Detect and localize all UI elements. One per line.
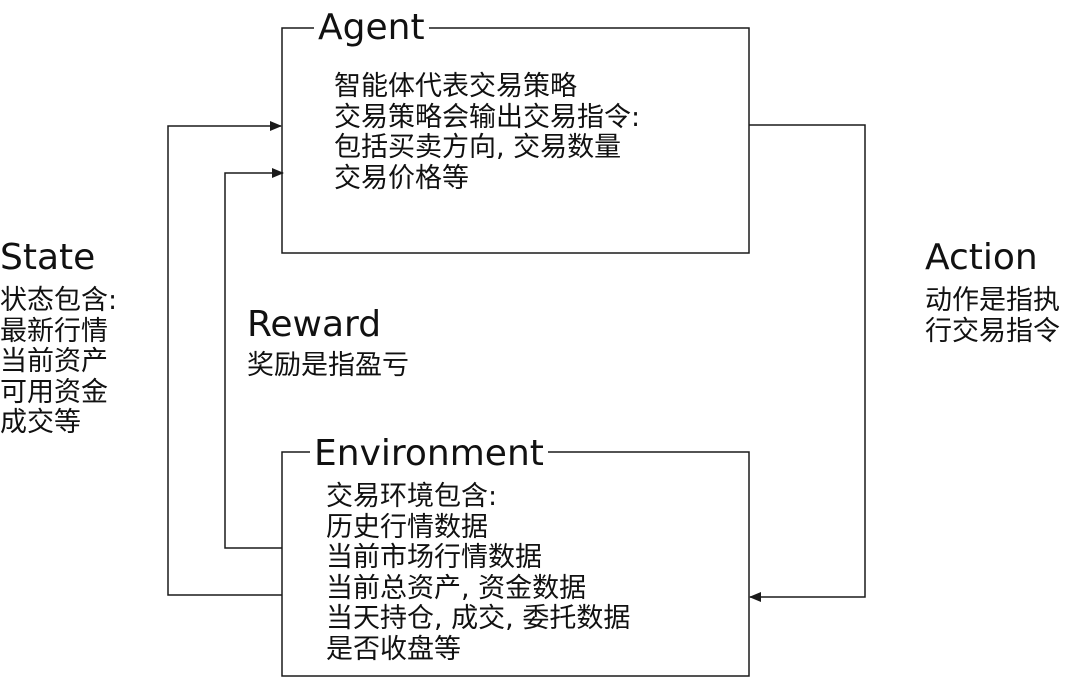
agent-line: 包括买卖方向, 交易数量 [334, 132, 622, 163]
reward-title: Reward [247, 304, 382, 345]
environment-line: 当前总资产, 资金数据 [326, 572, 587, 604]
agent-box [281, 27, 750, 254]
state-line: 状态包含: [0, 285, 118, 316]
state-line: 当前资产 [0, 346, 108, 377]
state-title: State [0, 237, 96, 278]
reward-arrow [224, 168, 284, 549]
agent-line: 智能体代表交易策略 [334, 71, 577, 102]
agent-line: 交易价格等 [334, 162, 469, 194]
state-line: 最新行情 [0, 315, 108, 347]
environment-line: 是否收盘等 [326, 633, 461, 665]
reward-description: 奖励是指盈亏 [247, 350, 409, 382]
action-line: 行交易指令 [925, 315, 1060, 347]
action-title: Action [925, 237, 1038, 278]
agent-description: 智能体代表交易策略 交易策略会输出交易指令: 包括买卖方向, 交易数量 交易价格… [334, 71, 641, 194]
state-arrow [167, 121, 282, 596]
environment-line: 当天持仓, 成交, 委托数据 [326, 603, 631, 634]
action-description: 动作是指执 行交易指令 [925, 285, 1060, 347]
environment-line: 历史行情数据 [326, 511, 488, 543]
action-arrow [749, 124, 866, 602]
environment-title: Environment [310, 434, 548, 474]
action-line: 动作是指执 [925, 285, 1060, 316]
agent-title: Agent [314, 8, 429, 48]
agent-line: 交易策略会输出交易指令: [334, 101, 641, 133]
environment-line: 当前市场行情数据 [326, 542, 542, 573]
reward-line: 奖励是指盈亏 [247, 350, 409, 381]
environment-description: 交易环境包含: 历史行情数据 当前市场行情数据 当前总资产, 资金数据 当天持仓… [326, 481, 631, 665]
state-line: 成交等 [0, 407, 81, 438]
environment-line: 交易环境包含: [326, 481, 498, 512]
state-line: 可用资金 [0, 376, 108, 408]
state-description: 状态包含: 最新行情 当前资产 可用资金 成交等 [0, 285, 118, 439]
